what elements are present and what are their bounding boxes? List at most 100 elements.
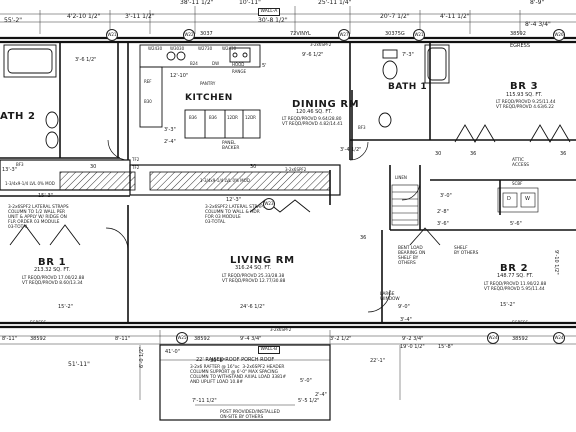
kitchen-pantry: PANTRY [200,81,216,86]
kitchen-b30: B30 [144,99,152,104]
dim-41-0: 41'-0" [165,349,181,355]
kitchen-dim-5: 5' [262,63,267,69]
laundry-label: SCBF [512,181,523,186]
dim-2-4: 2'-4" [315,392,327,398]
dim-3-4: 3'-4 1/2" [340,147,362,153]
br2-area: 148.77 SQ. FT. [497,273,534,279]
tf-label-2: TF2 [132,165,140,170]
dim-3-6-left: 3'-6 1/2" [75,57,97,63]
num-36-b: 36 [560,151,567,157]
hall-stairs [391,184,539,226]
dim-5-6: 5'-6" [510,221,522,227]
window-tag-7: W25 [176,332,188,344]
closet-note: BENT LOAD BEARING ON SHELF BY OTHERS [398,246,426,266]
num-36-a: 36 [470,151,477,157]
bottom-dimension-lines [0,330,576,421]
living-area: 316.24 SQ. FT. [235,265,272,271]
dim-25-11: 25'-11 1/4" [318,0,352,6]
window-38592-left: 38592 [30,336,46,342]
door-swings [105,139,421,313]
kitchen-dw: DW [212,61,220,66]
num-36-c: 36 [360,235,367,241]
dim-8-11: 8'-11" [115,336,131,342]
dim-4-2: 4'2-10 1/2" [67,13,101,20]
kitchen-range: RANGE [232,69,246,74]
island-cab-2: B36 [209,115,217,120]
beam-note-left: 3-2x6SPF2 LATERAL STRAPS COLUMN TO 1/2 W… [8,205,69,230]
beam-note-center: 3-2x6SPF2 LATERAL STRAPS COLUMN TO WALL … [205,205,266,225]
egress-left: EGRESS [30,320,47,325]
dim-6-0: 6'-0 1/2" [139,346,145,368]
bf3-label: BF3 [16,162,24,167]
br1-vent: LT REQD/PROVD 17.00/22.88 VT REQD/PROVD … [22,276,85,286]
washer-label: W [525,196,530,202]
egress-right: EGRESS [512,320,529,325]
closet-doors [9,124,571,246]
post-note: POST PROVIDED/INSTALLED ON-SITE BY OTHER… [220,410,280,420]
bath-fixtures [3,44,450,149]
kitchen-dim-12-10: 12'-10" [170,73,189,79]
dim-3-2: 3'-2 1/2" [330,336,352,342]
dim-30-8: 30'-8 1/2" [258,17,288,24]
dryer-label: D [507,196,511,202]
kitchen-cab-2: W3030 [170,46,185,51]
window-38592-right: 38592 [512,336,528,342]
kitchen-b24: B24 [190,61,198,66]
island-cab-1: B36 [189,115,197,120]
dim-36-8: 36'-8" [210,358,226,364]
vinyl-label: 72VINYL [290,31,311,37]
window-tag-6: W23 [263,198,275,210]
room-label-dining: DINING RM [292,99,360,110]
attic-access: ATTIC ACCESS [512,158,530,168]
dim-38-11: 38'-11 1/2" [180,0,214,6]
window-tag-3: W27 [338,29,350,41]
beam-band [0,159,341,196]
bf3-label-2: BF3 [358,125,366,130]
dim-51-11: 51'-11" [68,361,90,368]
porch-outline [159,344,331,421]
room-label-living: LIVING RM [230,255,295,266]
kitchen-cab-4: W2430 [222,46,237,51]
large-window-note: LARGE WINDOW [380,292,400,302]
num-30-a: 30 [90,164,97,170]
beam-label-center: 3-2x6SPF2 [285,167,307,172]
dim-9-6-top: 9'-6 1/2" [302,52,324,58]
linen-label: LINEN [395,175,407,180]
window-tag-4: W21 [413,29,425,41]
exterior-walls [0,36,576,329]
dim-15-8: 15'-8" [438,344,454,350]
porch-note: 3-2x6 RAFTER @ 16"oc 3-2x6SPF2 HEADER CO… [190,365,287,385]
num-30-b: 30 [250,164,257,170]
wf-label: 3-2x6SPF2 [310,42,332,47]
dim-3-0: 3'-0" [440,193,452,199]
kitchen-cab-3: W2730 [198,46,213,51]
top-dimension-lines [0,6,576,34]
kitchen-ref: REF [144,79,152,84]
dim-3-11: 3'-11 1/2" [125,13,155,20]
dim-13-left: 13'-3" [2,167,18,173]
window-3037: 3037 [200,31,213,37]
br3-area: 115.93 SQ. FT. [506,92,543,98]
porch-title: 22' RAISED ROOF PORCH ROOF [196,357,275,363]
br2-vent: LT REQD/PROVD 11.90/22.88 VT REQD/PROVD … [484,282,547,292]
window-38592-center: 38592 [194,336,210,342]
dim-8-4: 8'-4 3/4" [525,21,551,28]
tf-label-1: TF2 [132,157,140,162]
dim-left-8-11: 8'-11" [2,336,18,342]
br3-vent: LT REQD/PROVD 9.25/11.44 VT REQD/PROVD 4… [496,100,556,110]
dim-7-3: 7'-3" [402,52,414,58]
dim-24-6: 24'-6 1/2" [240,304,265,310]
dim-19-0: 19'-0 1/2" [400,344,425,350]
island-cab-3: 12DR [227,115,238,120]
beam-label-left: 1-3/4x9-1/4 LVL 0% MOD [5,181,55,186]
dim-2-8: 2'-8" [437,209,449,215]
dim-15-2-right: 15'-2" [500,302,516,308]
window-tag-2: W22 [183,29,195,41]
dim-22-1: 22'-1" [370,358,386,364]
dim-10-11: 10'-11" [239,0,261,6]
egress-top: EGRESS [510,43,531,49]
window-tag-9: W24 [553,332,565,344]
dim-20-7: 20'-7 1/2" [380,13,410,20]
beam-label-right: 1-3/4x9-1/4 LVL 0% MOD [200,178,250,183]
